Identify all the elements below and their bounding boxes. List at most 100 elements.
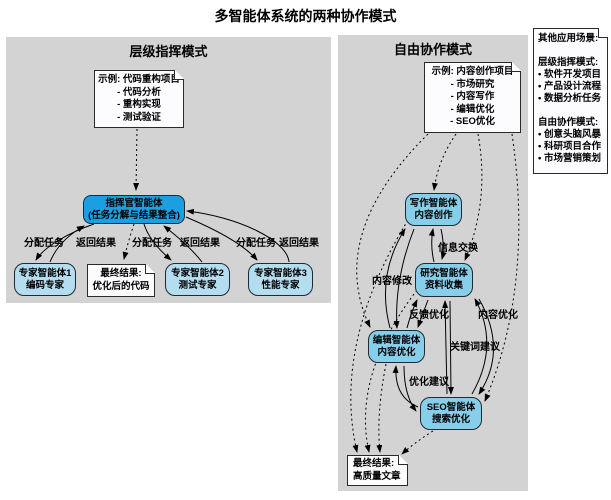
arrow-example-to-seo (484, 133, 520, 402)
example-note-item: - 编辑优化 (450, 103, 495, 115)
seo-label-line1: SEO智能体 (426, 401, 476, 413)
edge-label-assign-3: 分配任务 (236, 238, 276, 249)
sidebar-section2-title: 自由协作模式: (538, 117, 599, 128)
edge-label-opt-suggest: 优化建议 (409, 377, 449, 388)
arrow-return-expert2 (163, 225, 203, 263)
edge-label-modify: 内容修改 (372, 276, 412, 287)
diagram-title: 多智能体系统的两种协作模式 (214, 8, 397, 24)
sidebar-note-title: 其他应用场景: (538, 33, 599, 44)
arrow-editor-to-result (376, 363, 387, 453)
left-panel-hierarchical-mode: 层级指挥模式 示例: 代码重构项目 - 代码分析 - 重构实现 - 测试验证 指… (6, 37, 331, 303)
other-scenarios-note: 其他应用场景: 层级指挥模式: • 软件开发项目 • 产品设计流程 • 数据分析… (533, 28, 608, 174)
sidebar-section2-item: • 科研项目合作 (538, 141, 601, 152)
arrow-example-to-commander (133, 128, 140, 191)
result-note-line1: 最终结果: (353, 458, 395, 469)
expert-node-2: 专家智能体2 测试专家 (165, 263, 230, 296)
expert-node-1: 专家智能体1 编码专家 (14, 263, 76, 296)
commander-label-line2: (任务分解与结果整合) (88, 209, 180, 221)
edge-label-assign-1: 分配任务 (24, 238, 64, 249)
edge-label-content-opt: 内容优化 (478, 310, 518, 321)
expert3-label-line2: 性能专家 (261, 279, 300, 291)
note-fold-icon (598, 28, 608, 38)
example-note-item: - 重构实现 (117, 99, 161, 110)
sidebar-section1-item: • 数据分析任务 (538, 93, 601, 104)
example-note-title: 示例: 代码重构项目 (98, 74, 180, 85)
arrow-writer-to-editor (393, 228, 415, 329)
right-result-note: 最终结果: 高质量文章 (347, 455, 408, 486)
arrow-seo-to-research (442, 300, 449, 395)
arrow-research-to-editor (417, 299, 429, 328)
right-panel-free-collab-mode: 自由协作模式 示例: 内容创作项目 - 市场研究 - 内容写作 - 编辑优化 -… (338, 35, 528, 491)
note-fold-icon (174, 70, 184, 80)
right-panel-arrows-layer (350, 133, 520, 455)
sidebar-section2-item: • 市场营销策划 (538, 153, 601, 164)
result-note-line2: 高质量文章 (353, 470, 401, 482)
expert1-label-line1: 专家智能体1 (18, 267, 72, 279)
example-note-item: - 代码分析 (117, 86, 161, 98)
sidebar-section1-item: • 产品设计流程 (538, 81, 601, 92)
arrow-editor-to-research (406, 299, 418, 329)
arrow-example-to-editor (356, 133, 429, 328)
research-label-line1: 研究智能体 (420, 268, 468, 279)
writer-label-line1: 写作智能体 (409, 197, 458, 209)
sidebar-section1-title: 层级指挥模式: (538, 57, 599, 68)
expert1-label-line2: 编码专家 (25, 279, 64, 291)
edge-label-keyword: 关键词建议 (450, 342, 500, 353)
arrow-research-to-seo-right (478, 298, 494, 395)
agent-node-research: 研究智能体 资料收集 (415, 263, 473, 297)
expert-node-3: 专家智能体3 性能专家 (248, 263, 313, 296)
arrow-seo-to-research-right (471, 298, 488, 395)
arrow-writer-to-research (440, 228, 447, 260)
left-panel-arrows-layer (35, 128, 290, 263)
commander-label-line1: 指挥官智能体 (105, 197, 163, 209)
left-panel-title: 层级指挥模式 (129, 44, 208, 59)
right-panel-title: 自由协作模式 (393, 42, 472, 57)
arrow-research-to-writer (428, 228, 435, 263)
edge-label-feedback: 反馈优化 (409, 310, 449, 321)
arrow-return-expert1 (49, 225, 85, 263)
arrow-example-to-writer (431, 133, 457, 191)
example-note-item: - 内容写作 (450, 91, 495, 103)
edge-label-assign-2: 分配任务 (132, 238, 172, 249)
edge-label-return-2: 返回结果 (180, 238, 220, 249)
expert2-label-line2: 测试专家 (178, 279, 217, 291)
arrow-research-to-seo (447, 300, 454, 395)
arrow-seo-to-result (401, 430, 434, 455)
arrow-writer-to-result (350, 219, 409, 453)
arrow-assign-expert3 (185, 216, 258, 261)
agent-node-writer: 写作智能体 内容创作 (405, 193, 462, 226)
writer-label-line2: 内容创作 (414, 209, 453, 221)
right-example-note: 示例: 内容创作项目 - 市场研究 - 内容写作 - 编辑优化 - SEO优化 (424, 62, 521, 133)
expert3-label-line1: 专家智能体3 (254, 267, 307, 279)
agent-node-editor: 编辑智能体 内容优化 (368, 330, 425, 363)
example-note-item: - 市场研究 (450, 78, 495, 90)
agent-node-seo: SEO智能体 搜索优化 (420, 397, 482, 430)
arrow-research-to-result (364, 289, 418, 453)
left-example-note: 示例: 代码重构项目 - 代码分析 - 重构实现 - 测试验证 (94, 70, 184, 128)
research-label-line2: 资料收集 (424, 280, 463, 291)
left-result-note: 最终结果: 优化后的代码 (87, 264, 155, 297)
example-note-item: - 测试验证 (117, 111, 161, 123)
edge-label-return-1: 返回结果 (76, 238, 116, 249)
sidebar-section1-item: • 软件开发项目 (538, 69, 601, 80)
edge-label-return-3: 返回结果 (279, 238, 319, 249)
arrow-assign-expert2 (143, 223, 172, 261)
commander-node: 指挥官智能体 (任务分解与结果整合) (83, 195, 185, 224)
result-note-line2: 优化后的代码 (92, 280, 150, 292)
arrow-return-expert3 (186, 208, 290, 263)
note-fold-icon (511, 62, 521, 72)
note-fold-icon (145, 264, 155, 274)
example-note-title: 示例: 内容创作项目 (431, 66, 514, 78)
result-note-line1: 最终结果: (100, 268, 142, 279)
editor-label-line1: 编辑智能体 (372, 334, 421, 346)
arrow-editor-to-writer (385, 228, 406, 329)
note-fold-icon (398, 455, 408, 465)
editor-label-line2: 内容优化 (377, 346, 416, 358)
arrow-assign-expert1 (35, 223, 95, 261)
edge-label-exchange: 信息交换 (438, 243, 478, 254)
sidebar-section2-item: • 创意头脑风暴 (538, 129, 601, 140)
arrow-editor-to-seo (403, 365, 417, 412)
expert2-label-line1: 专家智能体2 (171, 267, 224, 279)
seo-label-line2: 搜索优化 (431, 413, 470, 425)
example-note-item: - SEO优化 (450, 116, 495, 128)
